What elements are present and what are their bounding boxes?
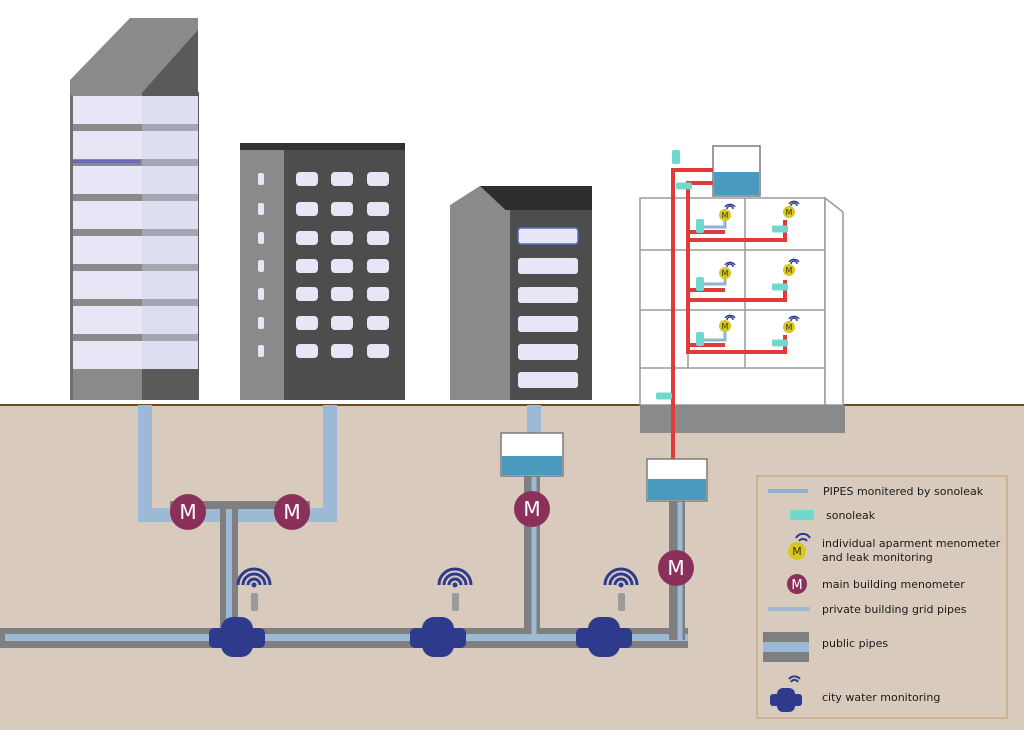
legend-items: PIPES monitered by sonoleak sonoleak ind… bbox=[822, 485, 1001, 704]
office-slit-window bbox=[258, 232, 264, 244]
office-slit-window bbox=[258, 173, 264, 185]
building-small bbox=[450, 186, 592, 400]
individual-meter-letter: M bbox=[722, 322, 729, 331]
valve-icon bbox=[410, 567, 473, 657]
main-building-meters: M M M M bbox=[170, 491, 694, 586]
office-slit-window bbox=[258, 345, 264, 357]
individual-meter-letter: M bbox=[722, 269, 729, 278]
sonoleak-sensor-icon bbox=[772, 225, 788, 233]
office-window bbox=[367, 231, 389, 245]
individual-meter-icon: M bbox=[788, 532, 811, 560]
office-window bbox=[331, 344, 353, 358]
sonoleak-sensor-icon bbox=[656, 392, 672, 400]
office-window bbox=[367, 316, 389, 330]
individual-meter-icon: M bbox=[783, 200, 800, 218]
building-tower bbox=[70, 18, 199, 400]
wifi-icon bbox=[236, 567, 272, 588]
sonoleak-sensor-icon bbox=[696, 277, 704, 291]
legend-label-private-pipes: private building grid pipes bbox=[822, 603, 967, 616]
office-window bbox=[367, 202, 389, 216]
office-window bbox=[296, 344, 318, 358]
office-window bbox=[331, 202, 353, 216]
valve-icon bbox=[770, 675, 802, 712]
individual-meter-icon: M bbox=[783, 315, 800, 333]
office-window bbox=[296, 172, 318, 186]
building-apartments: M M M M M M bbox=[639, 145, 845, 462]
office-slit-window bbox=[258, 203, 264, 215]
sensor-stem bbox=[452, 593, 459, 611]
individual-meter-letter: M bbox=[786, 266, 793, 275]
sensor-stem bbox=[251, 593, 258, 611]
individual-meter-icon: M bbox=[719, 203, 736, 221]
office-slit-window bbox=[258, 260, 264, 272]
individual-meter-letter: M bbox=[786, 208, 793, 217]
sonoleak-sensor-icon bbox=[772, 339, 788, 347]
office-window bbox=[296, 259, 318, 273]
main-meter: M bbox=[170, 494, 206, 530]
public-pipe bbox=[0, 628, 688, 648]
apartment-sonoleak-sensors bbox=[656, 150, 788, 400]
legend-label-individual-meter-1: individual aparment menometer bbox=[822, 537, 1001, 550]
water-tank-icon bbox=[712, 145, 761, 197]
wifi-icon bbox=[603, 567, 639, 588]
main-meter: M bbox=[514, 491, 550, 527]
office-window bbox=[331, 316, 353, 330]
office-window bbox=[331, 231, 353, 245]
office-window bbox=[367, 287, 389, 301]
legend-label-monitored-pipes: PIPES monitered by sonoleak bbox=[823, 485, 984, 498]
office-window bbox=[296, 202, 318, 216]
legend-label-main-meter: main building menometer bbox=[822, 578, 965, 591]
city-water-monitors bbox=[209, 567, 639, 657]
office-windows bbox=[258, 172, 389, 358]
tower-windows bbox=[70, 96, 198, 369]
main-meter-letter: M bbox=[523, 497, 540, 521]
legend: M M PIPES monitered by sonoleak sonoleak… bbox=[756, 475, 1008, 719]
main-meter-letter: M bbox=[179, 500, 196, 524]
sensor-stem bbox=[618, 593, 625, 611]
building-3-tank bbox=[500, 432, 564, 477]
main-meter-letter: M bbox=[667, 556, 684, 580]
individual-meter-letter: M bbox=[786, 323, 793, 332]
office-window bbox=[367, 259, 389, 273]
apartment-meters: M M M M M M bbox=[719, 200, 800, 333]
office-window bbox=[331, 172, 353, 186]
sonoleak-sensor-icon bbox=[672, 150, 680, 164]
office-window bbox=[331, 259, 353, 273]
legend-label-city-monitoring: city water monitoring bbox=[822, 691, 940, 704]
office-window bbox=[367, 172, 389, 186]
wifi-icon bbox=[437, 567, 473, 588]
main-meter: M bbox=[274, 494, 310, 530]
valve-icon bbox=[576, 567, 639, 657]
sonoleak-sensor-icon bbox=[696, 332, 704, 346]
office-slit-window bbox=[258, 288, 264, 300]
svg-text:M: M bbox=[791, 578, 802, 593]
building-4-tank bbox=[646, 458, 708, 502]
sonoleak-sensor-icon bbox=[772, 283, 788, 291]
office-window bbox=[296, 231, 318, 245]
individual-meter-icon: M bbox=[719, 261, 736, 279]
office-slit-window bbox=[258, 317, 264, 329]
building-office bbox=[240, 143, 405, 400]
individual-meter-letter: M bbox=[722, 211, 729, 220]
sonoleak-sensor-icon bbox=[676, 182, 692, 190]
individual-meter-icon: M bbox=[719, 314, 736, 332]
legend-label-sonoleak: sonoleak bbox=[826, 509, 876, 522]
legend-label-individual-meter-2: and leak monitoring bbox=[822, 551, 933, 564]
office-window bbox=[367, 344, 389, 358]
svg-text:M: M bbox=[792, 545, 802, 558]
office-window bbox=[296, 316, 318, 330]
individual-meter-icon: M bbox=[783, 258, 800, 276]
legend-label-public-pipes: public pipes bbox=[822, 637, 888, 650]
office-window bbox=[296, 287, 318, 301]
sonoleak-sensor-icon bbox=[696, 219, 704, 233]
meter-circle-icon: M bbox=[787, 574, 807, 594]
main-meter: M bbox=[658, 550, 694, 586]
valve-icon bbox=[209, 567, 272, 657]
main-meter-letter: M bbox=[283, 500, 300, 524]
office-window bbox=[331, 287, 353, 301]
